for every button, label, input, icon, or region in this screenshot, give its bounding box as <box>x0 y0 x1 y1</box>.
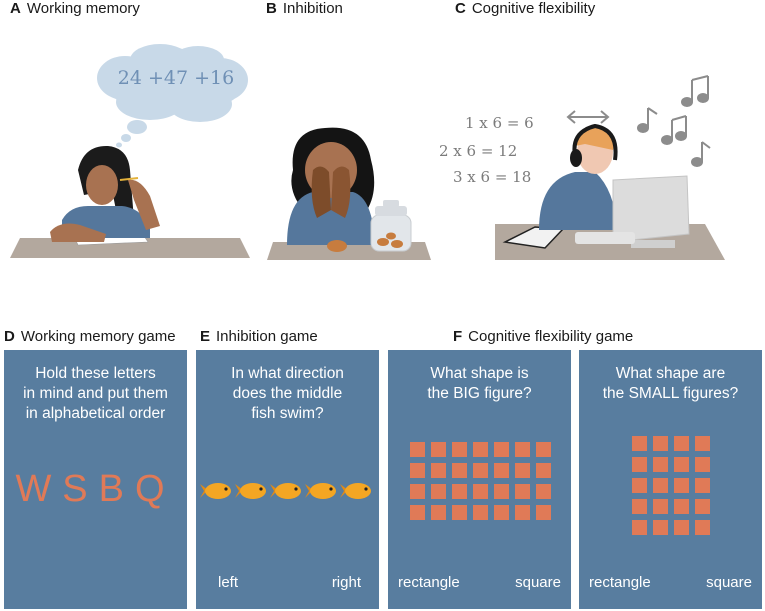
panel-working-memory-game: Hold these letters in mind and put them … <box>4 350 187 609</box>
orange-square <box>695 478 710 493</box>
orange-square <box>431 484 446 499</box>
orange-square <box>473 463 488 478</box>
math-line-2: 2 x 6 = 12 <box>439 142 517 160</box>
orange-square <box>632 520 647 535</box>
answer-right[interactable]: square <box>515 574 561 591</box>
math-line-3: 3 x 6 = 18 <box>453 168 531 186</box>
orange-square <box>410 463 425 478</box>
fish-icon <box>200 483 231 499</box>
answer-left[interactable]: left <box>218 574 239 591</box>
orange-square <box>653 520 668 535</box>
fish-icon-middle <box>270 483 301 499</box>
panel-question: In what direction does the middle fish s… <box>231 365 344 422</box>
letters-sequence: WSBQ <box>15 468 176 510</box>
orange-square <box>674 457 689 472</box>
headphones-icon <box>570 149 582 167</box>
orange-square <box>515 463 530 478</box>
answer-right[interactable]: square <box>706 574 752 591</box>
orange-square <box>674 499 689 514</box>
answer-left[interactable]: rectangle <box>398 574 460 591</box>
orange-square <box>452 505 467 520</box>
orange-square <box>653 457 668 472</box>
orange-square <box>632 457 647 472</box>
orange-square <box>674 520 689 535</box>
orange-square <box>695 436 710 451</box>
squares-grid-square <box>632 436 712 536</box>
orange-square <box>674 478 689 493</box>
fish-row <box>200 483 371 499</box>
orange-square <box>473 505 488 520</box>
orange-square <box>452 463 467 478</box>
fish-icon <box>340 483 371 499</box>
math-line-1: 1 x 6 = 6 <box>465 114 534 132</box>
orange-square <box>653 499 668 514</box>
panel-question: What shape is the BIG figure? <box>427 365 532 402</box>
orange-square <box>695 457 710 472</box>
desk <box>10 238 250 258</box>
orange-square <box>431 505 446 520</box>
illustration-working-memory: 24 +47 +16 <box>10 44 250 258</box>
orange-square <box>494 484 509 499</box>
orange-square <box>674 436 689 451</box>
person-shirt <box>287 192 375 245</box>
answer-right[interactable]: right <box>331 574 361 591</box>
orange-square <box>452 484 467 499</box>
cookie-jar <box>370 200 412 252</box>
orange-square <box>536 463 551 478</box>
panel-question: Hold these letters in mind and put them … <box>23 365 168 422</box>
orange-square <box>410 484 425 499</box>
orange-square <box>536 442 551 457</box>
panel-inhibition-game: In what direction does the middle fish s… <box>196 350 379 609</box>
orange-square <box>431 442 446 457</box>
orange-square <box>410 505 425 520</box>
person-face <box>86 165 118 205</box>
thought-bubble <box>97 44 248 148</box>
fish-icon <box>235 483 266 499</box>
orange-square <box>473 442 488 457</box>
orange-square <box>431 463 446 478</box>
orange-square <box>515 442 530 457</box>
orange-square <box>653 436 668 451</box>
thought-bubble-text: 24 +47 +16 <box>118 67 234 89</box>
fish-icon <box>305 483 336 499</box>
double-arrow-icon <box>566 110 610 124</box>
orange-square <box>653 478 668 493</box>
orange-square <box>494 505 509 520</box>
orange-square <box>494 463 509 478</box>
computer-monitor <box>575 175 690 248</box>
orange-square <box>695 499 710 514</box>
orange-square <box>494 442 509 457</box>
illustration-cognitive-flexibility: 1 x 6 = 6 2 x 6 = 12 3 x 6 = 18 <box>439 75 725 260</box>
squares-grid-rectangle <box>410 442 551 522</box>
orange-square <box>515 484 530 499</box>
orange-square <box>410 442 425 457</box>
orange-square <box>632 499 647 514</box>
panel-question: What shape are the SMALL figures? <box>602 365 739 402</box>
orange-square <box>632 436 647 451</box>
cookie <box>327 240 347 252</box>
orange-square <box>536 484 551 499</box>
music-notes-icon <box>637 75 711 167</box>
person-shirt <box>539 172 617 230</box>
orange-square <box>695 520 710 535</box>
panel-flexibility-big-figure: What shape is the BIG figure? rectangle … <box>388 350 571 609</box>
answer-left[interactable]: rectangle <box>589 574 651 591</box>
orange-square <box>536 505 551 520</box>
orange-square <box>632 478 647 493</box>
orange-square <box>473 484 488 499</box>
illustration-inhibition <box>267 127 431 260</box>
orange-square <box>452 442 467 457</box>
orange-square <box>515 505 530 520</box>
panel-flexibility-small-figures: What shape are the SMALL figures? rectan… <box>579 350 762 609</box>
